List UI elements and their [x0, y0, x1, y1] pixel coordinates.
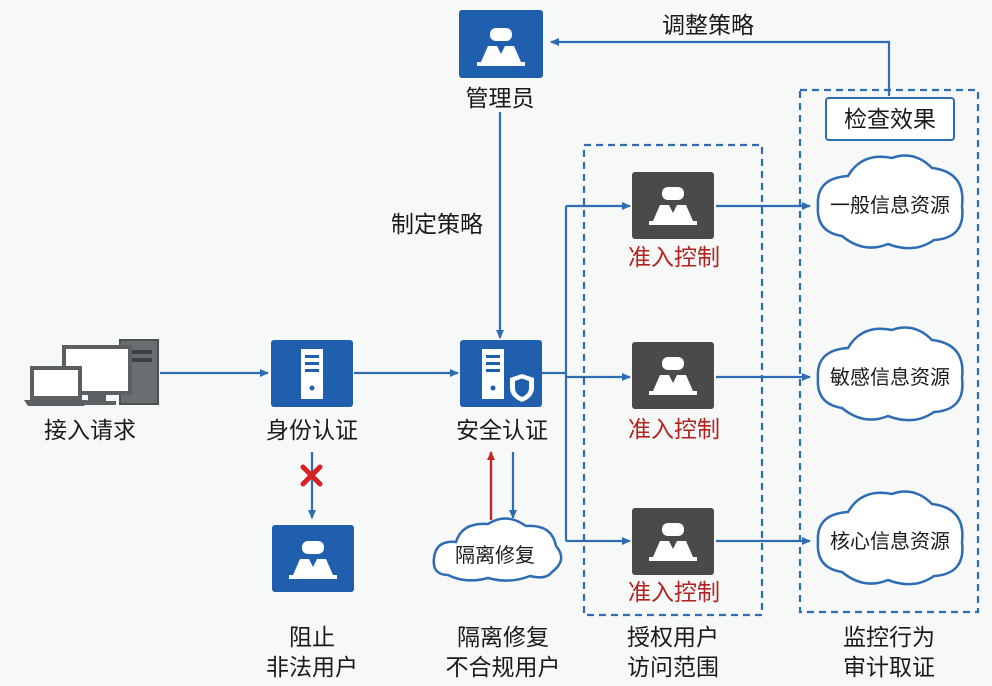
- server-icon: [271, 340, 353, 407]
- security-server-icon: [460, 340, 542, 407]
- adjust-policy-label: 调整策略: [662, 13, 754, 39]
- authorized-scope-label-line1: 授权用户: [627, 625, 719, 651]
- computer-icon: [24, 339, 159, 406]
- authorized-scope-label-line2: 访问范围: [627, 655, 719, 681]
- check-effect-label: 检查效果: [844, 107, 936, 133]
- admin-icon: [459, 10, 543, 78]
- admission-label-1: 准入控制: [628, 245, 720, 271]
- authorized-scope-box: [582, 143, 764, 617]
- resource-general-label: 一般信息资源: [830, 193, 950, 217]
- monitor-label-line2: 审计取证: [843, 655, 935, 681]
- access-request-label: 接入请求: [44, 418, 136, 444]
- user-icon: [272, 525, 354, 592]
- isolate-label-line1: 隔离修复: [457, 625, 549, 651]
- admission-label-2: 准入控制: [628, 417, 720, 443]
- security-auth-label: 安全认证: [456, 418, 548, 444]
- cloud-icon: [432, 517, 563, 582]
- admission-control-icon-2: [632, 342, 714, 409]
- edge-check-to-admin: [550, 38, 891, 96]
- isolate-label-line2: 不合规用户: [446, 655, 561, 681]
- check-effect-box: [825, 97, 955, 141]
- resource-cloud-general: [816, 154, 964, 250]
- admission-control-icon-1: [632, 172, 714, 239]
- resource-core-label: 核心信息资源: [830, 529, 950, 553]
- block-label-line1: 阻止: [289, 625, 335, 651]
- resource-cloud-core: [816, 490, 964, 586]
- block-icon: [300, 464, 323, 487]
- admin-label: 管理员: [466, 86, 535, 112]
- admission-control-icon-3: [632, 508, 714, 575]
- make-policy-label: 制定策略: [391, 212, 483, 238]
- block-label-line2: 非法用户: [266, 655, 358, 681]
- monitor-label-line1: 监控行为: [843, 625, 935, 651]
- resource-sensitive-label: 敏感信息资源: [830, 365, 950, 389]
- isolate-cloud-label: 隔离修复: [455, 543, 535, 567]
- resource-cloud-sensitive: [816, 326, 964, 422]
- admission-label-3: 准入控制: [628, 580, 720, 606]
- identity-auth-label: 身份认证: [266, 418, 358, 444]
